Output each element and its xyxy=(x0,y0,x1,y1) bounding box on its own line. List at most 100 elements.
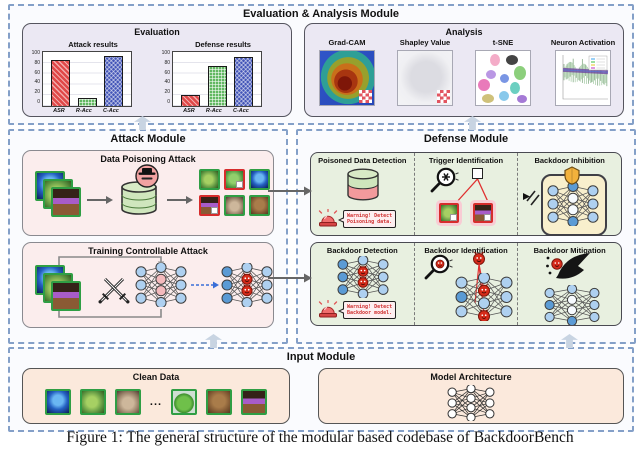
panel-title: Evaluation xyxy=(134,27,180,37)
cell-title: Poisoned Data Detection xyxy=(318,156,407,165)
plot-area xyxy=(172,51,262,107)
y-tick: 40 xyxy=(164,79,170,86)
module-title: Attack Module xyxy=(110,133,186,145)
cluster-blob xyxy=(514,66,526,80)
cell-title: Backdoor Mitigation xyxy=(533,246,606,255)
backdoored-network-icon xyxy=(221,261,273,312)
panel-title: Analysis xyxy=(445,27,483,37)
x-label: C-Acc xyxy=(232,108,249,114)
clean-image-stack xyxy=(35,265,83,313)
cluster-blob xyxy=(478,79,490,91)
cell-title: Backdoor Identification xyxy=(424,246,508,255)
magnifier-icon xyxy=(430,167,459,193)
database-icon xyxy=(347,168,379,201)
neural-network-icon xyxy=(544,283,600,330)
dog-image xyxy=(114,389,141,415)
cluster-blob xyxy=(500,74,509,83)
plot-area xyxy=(42,51,132,107)
ellipsis-icon: ... xyxy=(149,396,163,408)
training-controllable-panel: Training Controllable Attack xyxy=(22,242,274,328)
y-tick: 20 xyxy=(34,89,40,96)
poisoned-dataset-grid xyxy=(199,169,270,216)
warning-line: Warning! Detect xyxy=(347,304,393,310)
analysis-panel: Analysis Grad-CAM Shapley Value t-SNE xyxy=(304,23,624,117)
siren-icon xyxy=(318,209,338,227)
module-title: Evaluation & Analysis Module xyxy=(242,8,400,20)
warning-line: Warning! Detect xyxy=(347,213,393,219)
warning-bubble: Warning! Detect Poisoning data. xyxy=(337,210,397,228)
panel-title: Data Poisoning Attack xyxy=(100,154,196,164)
neuron-activation-plot xyxy=(555,50,611,106)
trigger-patch-icon xyxy=(236,181,243,188)
warning-line: Poisoning data. xyxy=(347,219,393,225)
cell-trigger-identification: Trigger Identification xyxy=(413,153,518,235)
tsne-plot xyxy=(475,50,531,106)
crossed-swords-icon xyxy=(98,277,130,304)
jellyfish-image xyxy=(44,389,71,415)
y-tick: 100 xyxy=(31,50,40,56)
bar-racc xyxy=(77,97,97,106)
poisoned-image xyxy=(224,169,245,190)
cell-backdoor-identification: Backdoor Identification xyxy=(413,243,518,325)
cluster-blob xyxy=(510,82,520,94)
x-label: R-Acc xyxy=(205,108,222,114)
clean-image-stack xyxy=(35,171,83,219)
y-axis-ticks: 100 80 60 40 20 0 xyxy=(31,51,42,105)
bar-cacc xyxy=(104,56,124,106)
truck-image xyxy=(51,187,81,217)
defense-row-2: Backdoor Detection Warning! Detect Backd… xyxy=(310,242,622,327)
defense-results-chart: Defense results 100 80 60 40 20 0 xyxy=(161,40,285,114)
trigger-patch-icon xyxy=(359,90,372,103)
item-label: t-SNE xyxy=(492,38,514,47)
item-label: Shapley Value xyxy=(399,38,451,47)
bar-racc xyxy=(207,65,227,106)
defense-module: Defense Module Poisoned Data Detection xyxy=(296,129,636,344)
attack-to-defense-arrow xyxy=(268,186,312,196)
analysis-item-shapley: Shapley Value xyxy=(387,38,463,106)
cell-title: Backdoor Inhibition xyxy=(534,156,605,165)
data-poisoning-panel: Data Poisoning Attack xyxy=(22,150,274,236)
backdoored-network-icon xyxy=(337,254,389,303)
model-architecture-panel: Model Architecture xyxy=(318,368,624,424)
x-label: ASR xyxy=(53,108,65,114)
y-tick: 60 xyxy=(34,69,40,76)
trigger-patch-icon xyxy=(211,207,218,214)
jellyfish-image xyxy=(249,169,270,190)
defense-row-1: Poisoned Data Detection Warning! Detect xyxy=(310,152,622,236)
y-tick: 40 xyxy=(34,79,40,86)
warning-bubble: Warning! Detect Backdoor model. xyxy=(337,301,397,319)
chart-title: Defense results xyxy=(195,40,251,49)
item-label: Grad-CAM xyxy=(328,38,366,47)
poisoned-image xyxy=(199,195,220,216)
dashed-arrow-icon xyxy=(191,281,219,289)
module-title: Defense Module xyxy=(423,133,509,145)
trigger-patch-icon xyxy=(483,214,491,221)
frog-image xyxy=(79,389,106,415)
y-tick: 20 xyxy=(164,89,170,96)
cell-poisoned-data-detection: Poisoned Data Detection Warning! Detect xyxy=(311,153,414,235)
x-axis-labels: ASR R-Acc C-Acc xyxy=(42,108,130,114)
cluster-blob xyxy=(517,95,527,103)
x-label: C-Acc xyxy=(102,108,119,114)
y-axis-ticks: 100 80 60 40 20 0 xyxy=(161,51,172,105)
panel-title: Clean Data xyxy=(132,372,180,382)
y-tick: 100 xyxy=(161,50,170,56)
cluster-blob xyxy=(506,55,518,65)
gradcam-heatmap xyxy=(319,50,375,106)
devil-icon xyxy=(472,251,485,265)
magnifier-devil-icon xyxy=(424,254,453,280)
devil-icon xyxy=(551,258,564,270)
warning-line: Backdoor model. xyxy=(347,310,393,316)
item-label: Neuron Activation xyxy=(550,38,616,47)
neural-network-icon xyxy=(135,261,187,312)
trigger-patch-icon xyxy=(437,90,450,103)
pepper-image xyxy=(171,389,198,415)
bar-asr xyxy=(180,95,200,106)
bar-asr xyxy=(50,60,70,106)
poisoned-image xyxy=(438,203,459,223)
bar-cacc xyxy=(234,57,254,106)
y-tick: 80 xyxy=(164,59,170,66)
x-label: ASR xyxy=(183,108,195,114)
clean-image-row: ... xyxy=(23,389,289,415)
